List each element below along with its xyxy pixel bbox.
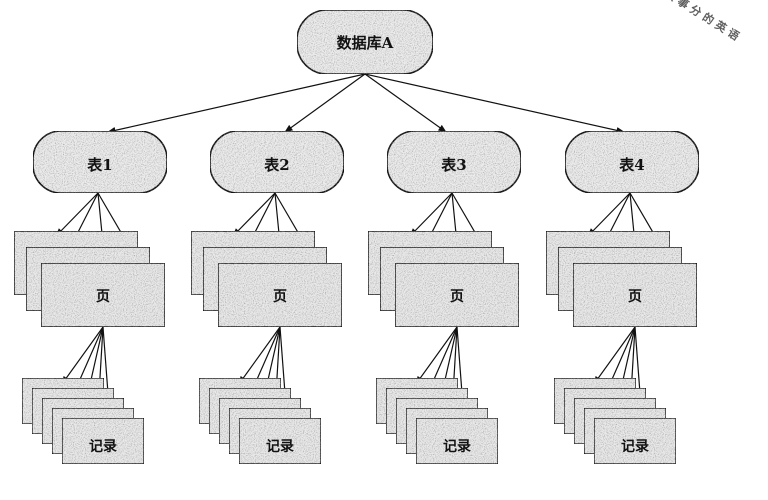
- page-label: 页: [96, 289, 110, 305]
- corner-stamp-text: 人 事 分 的 英 语: [662, 0, 742, 43]
- table-node-1: 表1: [32, 130, 168, 194]
- page-label: 页: [628, 289, 642, 305]
- table-node-label: 表2: [264, 156, 289, 174]
- edge-page-2-to-record: [238, 326, 281, 385]
- table-node-4: 表4: [564, 130, 700, 194]
- root-node-shape: [296, 9, 434, 75]
- record-sheet: [238, 417, 322, 465]
- edge-page-4-to-record: [593, 326, 636, 385]
- edge-root-to-table-4: [364, 73, 625, 134]
- record-label: 记录: [443, 439, 471, 455]
- root-node-label: 数据库A: [337, 34, 394, 52]
- page-sheet: [394, 262, 520, 328]
- edge-root-to-table-1: [107, 73, 366, 134]
- page-label: 页: [450, 289, 464, 305]
- record-sheet: [415, 417, 499, 465]
- table-node-label: 表1: [87, 156, 112, 174]
- record-stack-4: 记录: [553, 377, 677, 465]
- table-node-label: 表3: [441, 156, 466, 174]
- page-sheet: [40, 262, 166, 328]
- record-stack-3: 记录: [375, 377, 499, 465]
- table-node-2: 表2: [209, 130, 345, 194]
- edge-table-4-to-page: [587, 192, 631, 237]
- table-node-shape: [386, 130, 522, 194]
- page-stack-1: 页: [13, 230, 166, 328]
- table-node-label: 表4: [619, 156, 644, 174]
- page-stack-3: 页: [367, 230, 520, 328]
- record-sheet: [61, 417, 145, 465]
- edge-table-3-to-page: [409, 192, 453, 237]
- edge-root-to-table-3: [364, 73, 447, 133]
- page-stack-2: 页: [190, 230, 343, 328]
- edge-table-1-to-page: [55, 192, 99, 237]
- page-label: 页: [273, 289, 287, 305]
- table-node-shape: [32, 130, 168, 194]
- edge-root-to-table-2: [284, 73, 366, 133]
- record-stack-1: 记录: [21, 377, 145, 465]
- table-node-3: 表3: [386, 130, 522, 194]
- record-stack-2: 记录: [198, 377, 322, 465]
- record-sheet: [593, 417, 677, 465]
- table-node-shape: [209, 130, 345, 194]
- nodes-layer: 表1 页记录 表2 页记录 表3 页记录 表4 页记录: [13, 130, 700, 465]
- edge-page-3-to-record: [415, 326, 458, 385]
- record-label: 记录: [89, 439, 117, 455]
- record-label: 记录: [621, 439, 649, 455]
- corner-stamp: 人 事 分 的 英 语: [662, 0, 742, 43]
- page-sheet: [217, 262, 343, 328]
- root-node: 数据库A: [296, 9, 434, 75]
- edge-page-1-to-record: [61, 326, 104, 385]
- record-label: 记录: [266, 439, 294, 455]
- page-stack-4: 页: [545, 230, 698, 328]
- edge-table-2-to-page: [232, 192, 276, 237]
- table-node-shape: [564, 130, 700, 194]
- page-sheet: [572, 262, 698, 328]
